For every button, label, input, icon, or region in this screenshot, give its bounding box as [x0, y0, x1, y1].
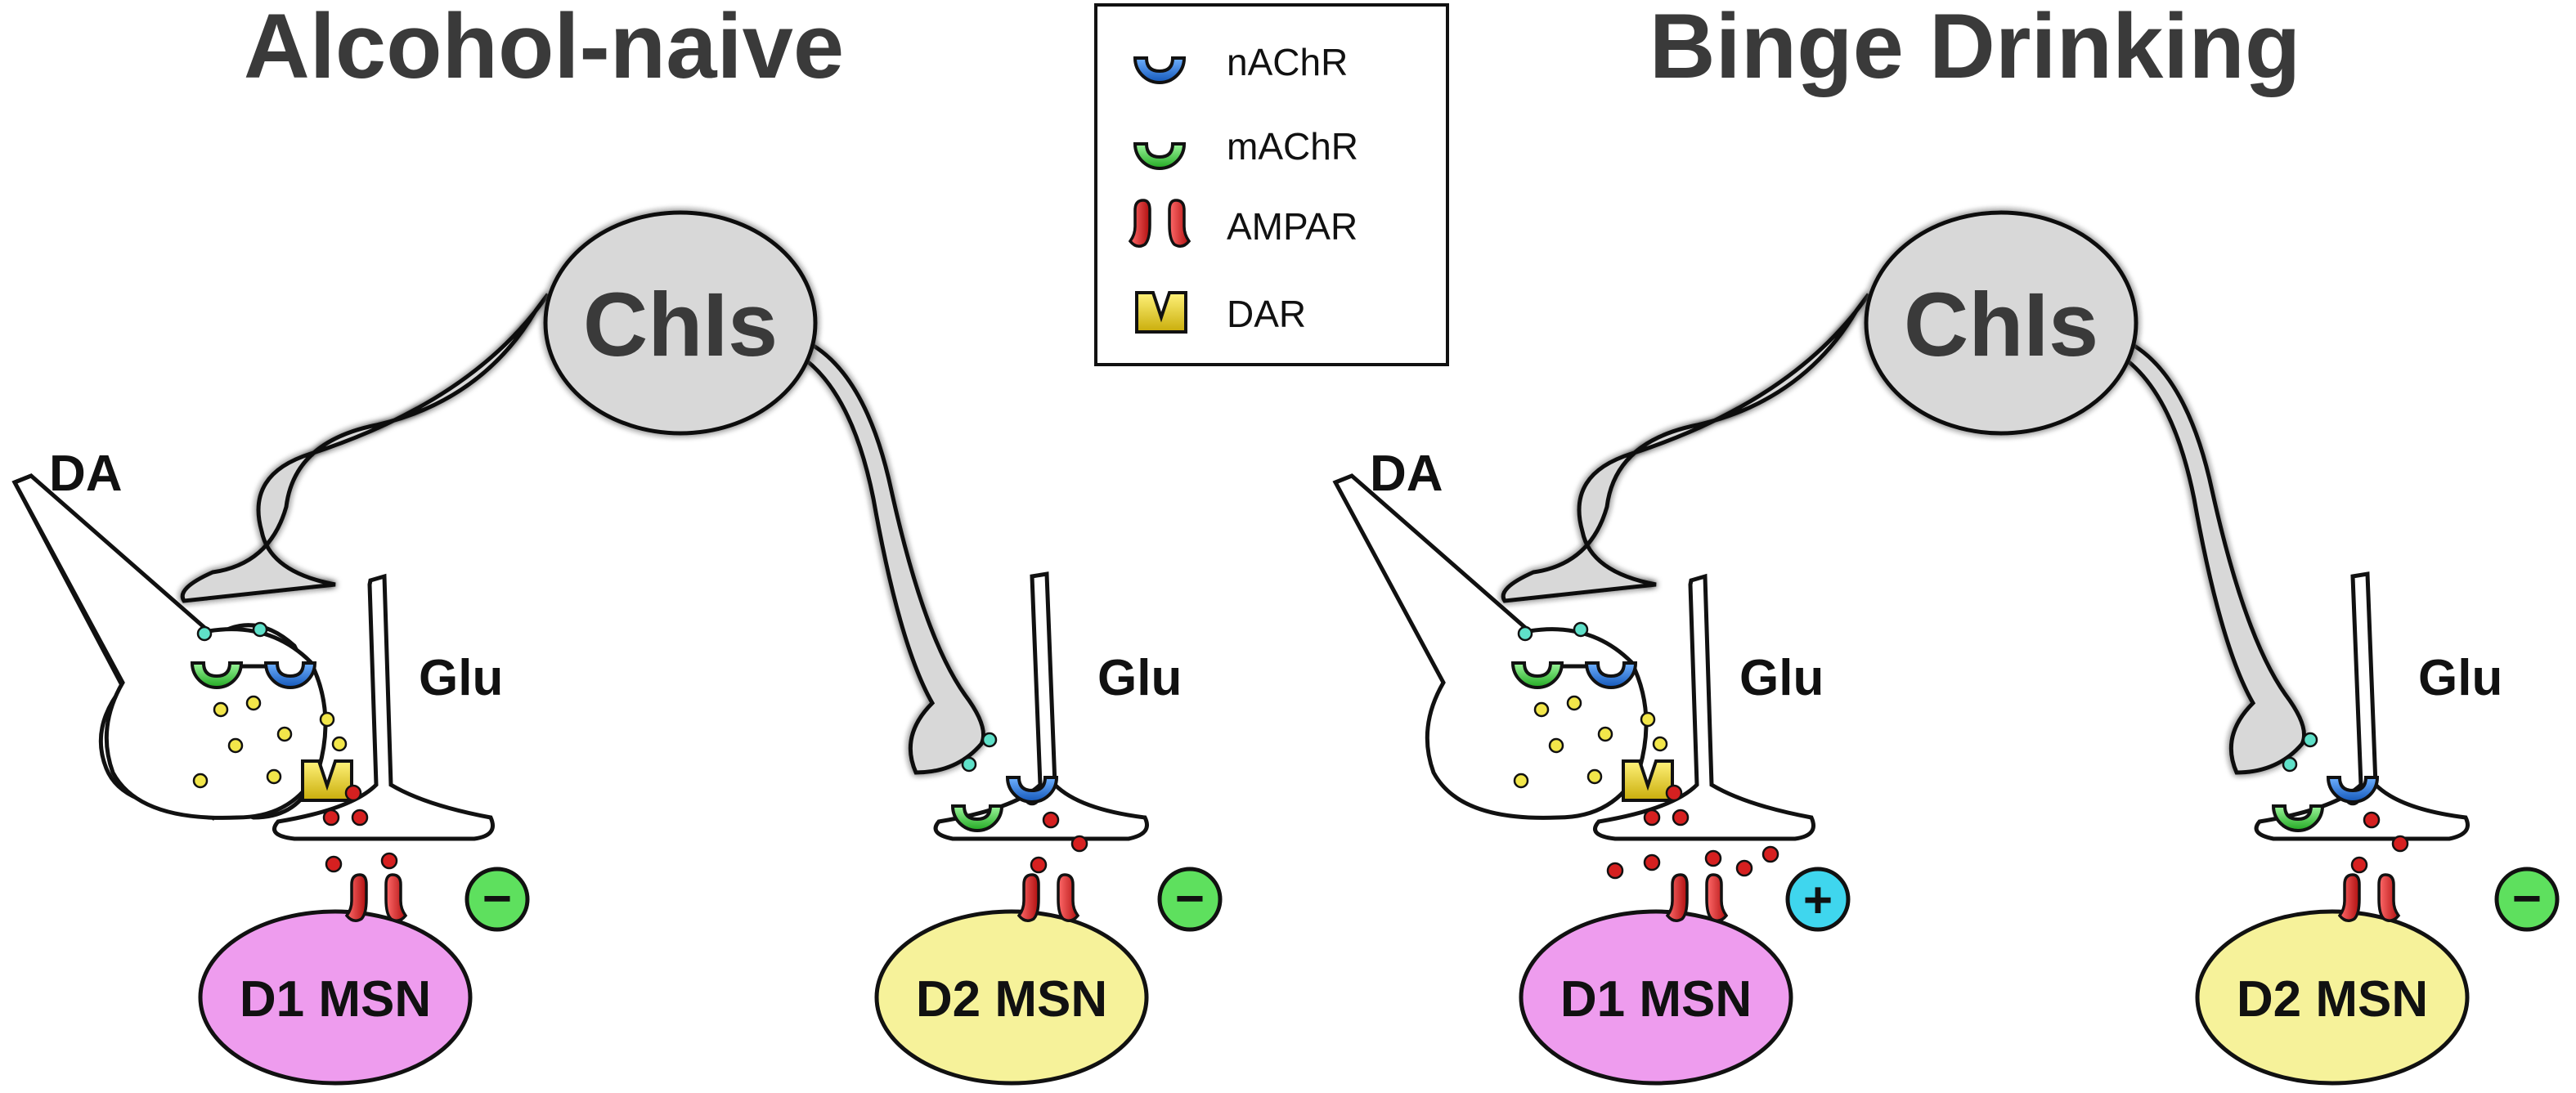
d2-msn-cell — [2195, 909, 2470, 1086]
d1-msn-label: D1 MSN — [240, 971, 431, 1028]
da-label: DA — [1370, 446, 1443, 502]
d2-msn-label: D2 MSN — [916, 971, 1107, 1028]
chi-soma — [1864, 210, 2138, 436]
d2-sign: − — [2512, 871, 2542, 927]
d2-modulation-badge — [2494, 867, 2560, 932]
da-terminal-body — [1332, 473, 1649, 820]
legend-label-dar: DAR — [1227, 293, 1306, 335]
d1-modulation-badge — [1785, 867, 1851, 932]
glu-terminal — [1593, 573, 1815, 841]
legend: nAChR mAChR AMPAR DAR — [1094, 3, 1449, 366]
glu-label-left: Glu — [1739, 650, 1824, 706]
glutamate-vesicles — [1606, 784, 2409, 880]
d2-modulation-badge — [1157, 867, 1223, 932]
glu-terminal — [272, 573, 495, 841]
panel-alcohol-naive: Alcohol-naive DA Glu ChIs Glu — [11, 0, 1223, 1086]
panel-binge-drinking: Binge Drinking DA Glu ChIs Glu — [1332, 0, 2560, 1086]
dopamine-vesicles — [1513, 695, 1668, 789]
dar-receptor — [1622, 759, 1674, 802]
d1-msn-label: D1 MSN — [1560, 971, 1752, 1028]
ach-vesicles — [196, 621, 998, 773]
glu-label-right: Glu — [1097, 650, 1182, 706]
legend-label-nachr: nAChR — [1227, 41, 1348, 83]
d1-msn-cell — [198, 909, 473, 1086]
d1-msn-cell — [1519, 909, 1793, 1086]
panel-title: Binge Drinking — [1649, 0, 2300, 97]
dopamine-vesicles — [192, 695, 348, 789]
legend-label-ampar: AMPAR — [1227, 205, 1358, 248]
d2-msn-cell — [874, 909, 1149, 1086]
glutamate-vesicles — [322, 784, 1088, 874]
d1-sign: − — [482, 871, 512, 927]
d2-msn-label: D2 MSN — [2237, 971, 2428, 1028]
panel-title: Alcohol-naive — [244, 0, 844, 97]
chi-processes — [1501, 293, 1871, 603]
legend-label-machr: mAChR — [1227, 125, 1358, 168]
ach-vesicles — [1517, 621, 2318, 773]
chi-label: ChIs — [583, 275, 778, 375]
glu-label-left: Glu — [419, 650, 503, 706]
glu-label-right: Glu — [2418, 650, 2502, 706]
d1-modulation-badge — [464, 867, 530, 932]
da-label: DA — [49, 446, 123, 502]
chi-process-right — [2109, 341, 2306, 775]
da-terminal-body — [11, 473, 328, 820]
chi-process-right — [788, 341, 985, 775]
d2-sign: − — [1175, 871, 1205, 927]
d1-sign: + — [1803, 872, 1833, 929]
chi-soma — [543, 210, 818, 436]
chi-label: ChIs — [1904, 275, 2098, 375]
chi-processes — [180, 293, 550, 603]
dar-receptor — [301, 759, 353, 802]
